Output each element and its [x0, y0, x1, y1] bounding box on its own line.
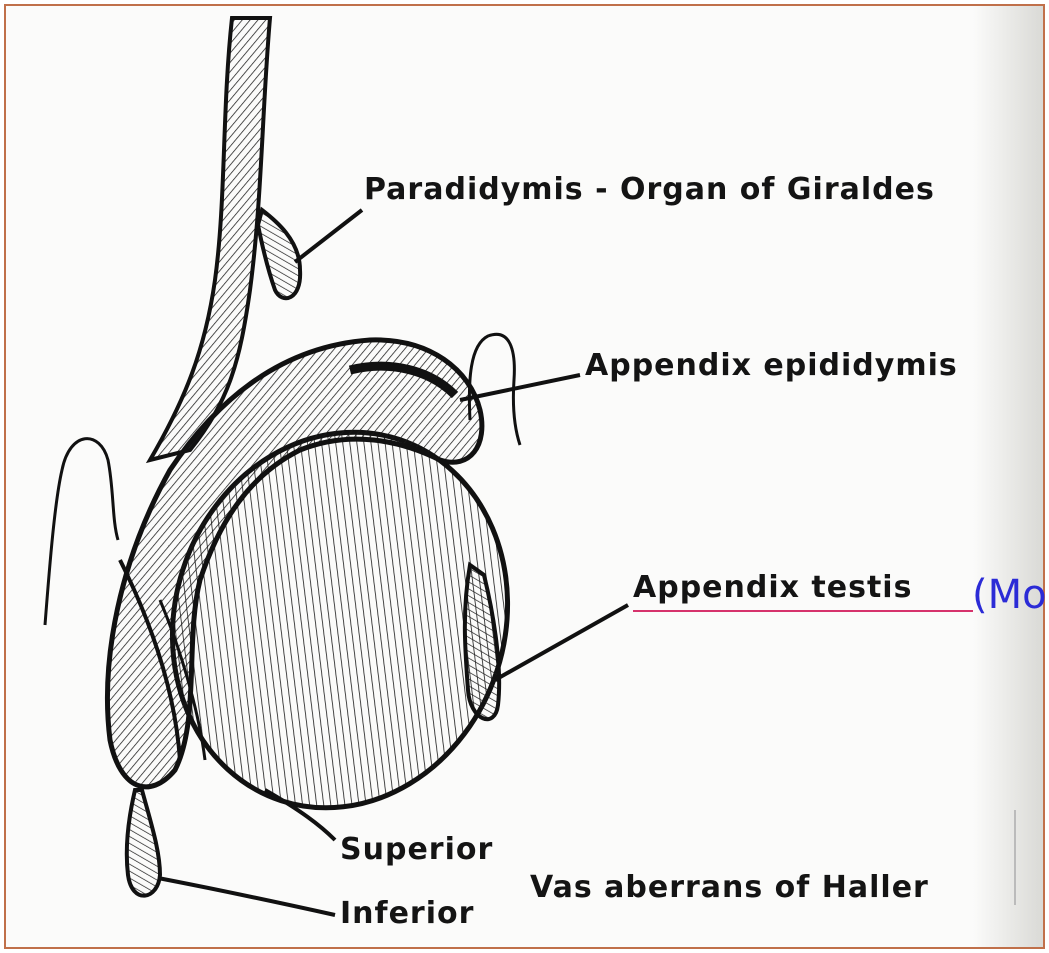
paradidymis [258, 210, 300, 298]
label-superior: Superior [340, 832, 493, 867]
annotation-text: (Mo [972, 572, 1047, 618]
vas-aberrans-inferior [127, 790, 160, 896]
annotation-underline [633, 610, 973, 612]
label-paradidymis: Paradidymis - Organ of Giraldes [364, 172, 935, 207]
label-vas-aberrans: Vas aberrans of Haller [530, 870, 929, 905]
left-thread [45, 439, 118, 625]
label-appendix-testis: Appendix testis [633, 570, 912, 605]
leader-appendix-epididymis [460, 375, 580, 400]
label-appendix-epididymis: Appendix epididymis [585, 348, 958, 383]
leader-appendix-testis [495, 605, 628, 680]
leader-paradidymis [295, 210, 362, 262]
leader-inferior [158, 878, 335, 915]
label-inferior: Inferior [340, 896, 474, 931]
